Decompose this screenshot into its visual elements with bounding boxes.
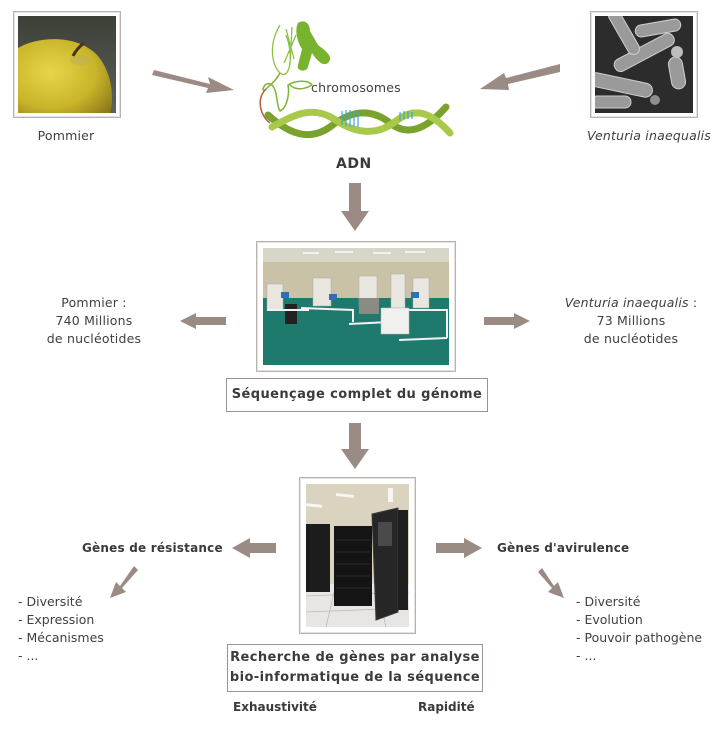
fungus-stats-line-2: 73 Millions [596, 313, 666, 328]
fungus-stats-species: Venturia inaequalis [564, 295, 689, 310]
fungus-genome-stats: Venturia inaequalis : 73 Millions de nuc… [556, 294, 706, 348]
fungus-stats-line-1: Venturia inaequalis : [556, 294, 706, 312]
resistance-list-item: - Expression [18, 612, 95, 627]
arrow-to-resistance-genes [232, 538, 278, 558]
resistance-list-item: - ... [18, 648, 39, 663]
resistance-list-item: - Mécanismes [18, 630, 104, 645]
apple-stats-line-1: Pommier : [61, 295, 127, 310]
server-photo-frame [299, 477, 416, 634]
apple-stats-line-2: 740 Millions [55, 313, 133, 328]
arrow-apple-to-dna [150, 60, 236, 94]
apple-photo [18, 16, 116, 113]
avirulence-genes-heading: Gènes d'avirulence [497, 541, 630, 555]
arrow-to-apple-stats [180, 313, 228, 329]
fungus-photo-frame [590, 11, 698, 118]
analysis-title-box: Recherche de gènes par analyse bio-infor… [227, 644, 483, 692]
fungus-micrograph-photo [595, 16, 693, 113]
fungus-stats-line-3: de nucléotides [583, 331, 679, 346]
fungus-caption: Venturia inaequalis [586, 128, 712, 143]
resistance-list-item: - Diversité [18, 594, 83, 609]
speed-label: Rapidité [418, 700, 475, 714]
sequencing-photo-frame [256, 241, 456, 372]
chromosomes-caption: chromosomes [311, 80, 401, 95]
sequencing-title-box: Séquençage complet du génome [226, 378, 488, 412]
avirulence-list-item: - Pouvoir pathogène [576, 630, 703, 645]
arrow-sequencing-to-analysis [340, 423, 370, 471]
apple-stats-line-3: de nucléotides [46, 331, 142, 346]
arrow-to-fungus-stats [484, 313, 530, 329]
sequencing-title: Séquençage complet du génome [231, 387, 483, 402]
arrow-fungus-to-dna [478, 62, 562, 92]
server-rack-photo [306, 484, 409, 627]
resistance-genes-heading: Gènes de résistance [82, 541, 223, 555]
avirulence-list-item: - Evolution [576, 612, 643, 627]
avirulence-list-item: - Diversité [576, 594, 641, 609]
arrow-avirulence-to-list [538, 568, 566, 600]
analysis-title-line-2: bio-informatique de la séquence [229, 670, 481, 685]
apple-photo-frame [13, 11, 121, 118]
arrow-to-avirulence-genes [436, 538, 482, 558]
dna-chromosome-illustration [250, 15, 460, 145]
apple-caption: Pommier [37, 128, 95, 143]
resistance-genes-list: - Diversité - Expression - Mécanismes - … [18, 593, 104, 665]
sequencing-lab-photo [263, 248, 449, 365]
avirulence-list-item: - ... [576, 648, 597, 663]
fungus-stats-colon: : [688, 295, 698, 310]
apple-genome-stats: Pommier : 740 Millions de nucléotides [30, 294, 158, 348]
adn-label: ADN [336, 156, 372, 172]
arrow-resistance-to-list [110, 566, 138, 600]
arrow-dna-to-sequencing [340, 183, 370, 233]
exhaustivity-label: Exhaustivité [233, 700, 317, 714]
avirulence-genes-list: - Diversité - Evolution - Pouvoir pathog… [576, 593, 702, 665]
analysis-title-line-1: Recherche de gènes par analyse [230, 650, 480, 665]
